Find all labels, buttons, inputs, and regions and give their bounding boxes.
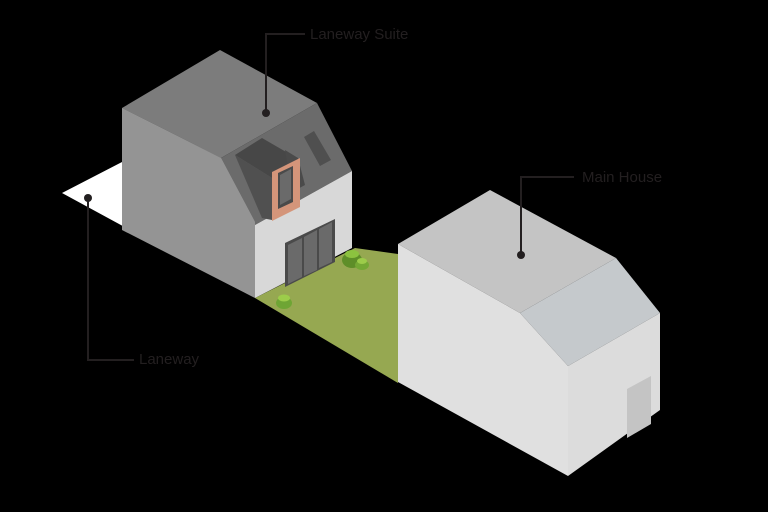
leader-dot-laneway (84, 194, 92, 202)
suite-roof-top (122, 50, 317, 158)
sliding-door-pane-2 (304, 230, 317, 276)
sliding-door-pane-3 (319, 222, 332, 268)
house-front-wall (568, 313, 660, 476)
leader-dot-main-house (517, 251, 525, 259)
leader-main-house (520, 176, 574, 255)
main-house-building (398, 190, 660, 476)
house-roof-top (398, 190, 616, 313)
label-laneway: Laneway (139, 351, 200, 368)
bush-lawn (276, 294, 292, 309)
leader-dot-laneway-suite (262, 109, 270, 117)
skylight (304, 131, 331, 166)
house-door (627, 376, 651, 438)
leader-laneway-suite (265, 33, 305, 113)
leader-laneway (87, 198, 134, 361)
dormer-window-glass (280, 169, 291, 205)
dormer-side (235, 155, 272, 220)
label-laneway-suite: Laneway Suite (310, 26, 409, 43)
bush-small (355, 258, 369, 270)
laneway-surface (62, 162, 255, 298)
house-side-upper (398, 244, 568, 400)
sliding-door-pane-1 (288, 238, 302, 284)
laneway-suite-building (122, 50, 352, 298)
suite-side-upper (122, 108, 255, 226)
house-roof-slope (520, 258, 660, 366)
label-main-house: Main House (582, 169, 663, 186)
